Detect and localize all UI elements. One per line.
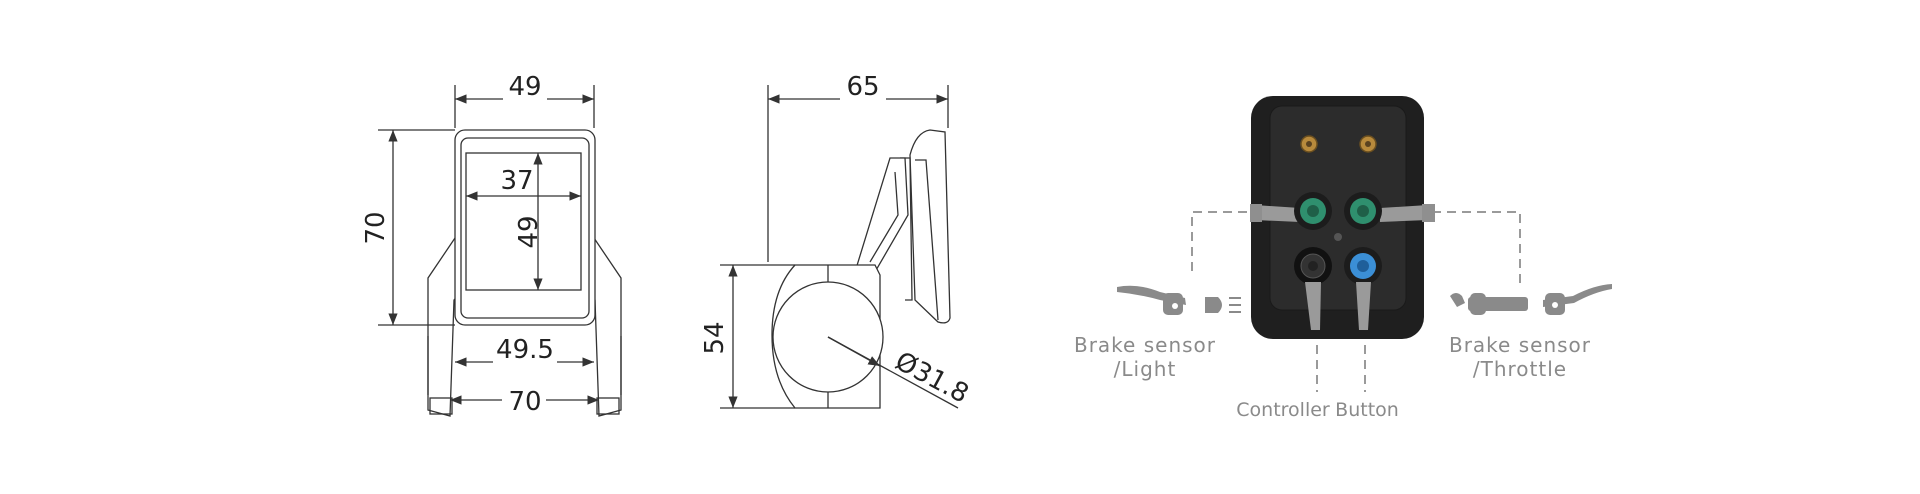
side-stem xyxy=(854,157,909,273)
display-screen xyxy=(465,152,582,291)
label-brake-light-2: /Light xyxy=(1114,357,1177,381)
dim-clamp-outer: 70 xyxy=(508,387,541,417)
front-view xyxy=(378,85,622,417)
back-view: Brake sensor /Light Brake sensor /Thrott… xyxy=(1074,96,1612,421)
light-icon xyxy=(1205,297,1241,313)
brake-lever-left-icon xyxy=(1117,285,1186,315)
dim-width-top: 49 xyxy=(508,72,541,102)
right-cable xyxy=(1380,205,1428,222)
dim-clamp-inner: 49.5 xyxy=(496,335,554,365)
brake-lever-right-icon xyxy=(1543,284,1612,315)
dim-depth: 65 xyxy=(846,72,879,102)
side-display-head xyxy=(909,129,951,324)
label-controller: Controller xyxy=(1236,399,1330,421)
down-cable-left xyxy=(1305,282,1321,330)
label-brake-throttle-1: Brake sensor xyxy=(1449,333,1591,357)
label-button: Button xyxy=(1335,399,1399,421)
dim-screen-height: 49 xyxy=(514,215,544,248)
dim-screen-width: 37 xyxy=(500,166,533,196)
label-brake-throttle-2: /Throttle xyxy=(1473,357,1567,381)
down-cable-right xyxy=(1356,282,1371,330)
dashed-lines xyxy=(1191,211,1521,392)
dim-bar-diameter: Ø31.8 xyxy=(890,346,973,409)
left-cable xyxy=(1255,205,1300,222)
dim-clamp-height: 54 xyxy=(700,321,730,354)
throttle-icon xyxy=(1450,293,1528,315)
front-view-labels: 49 37 49 70 49.5 70 xyxy=(361,72,557,417)
side-view xyxy=(720,85,959,409)
dim-overall-height: 70 xyxy=(361,211,391,244)
display-body xyxy=(454,129,596,326)
label-brake-light-1: Brake sensor xyxy=(1074,333,1216,357)
